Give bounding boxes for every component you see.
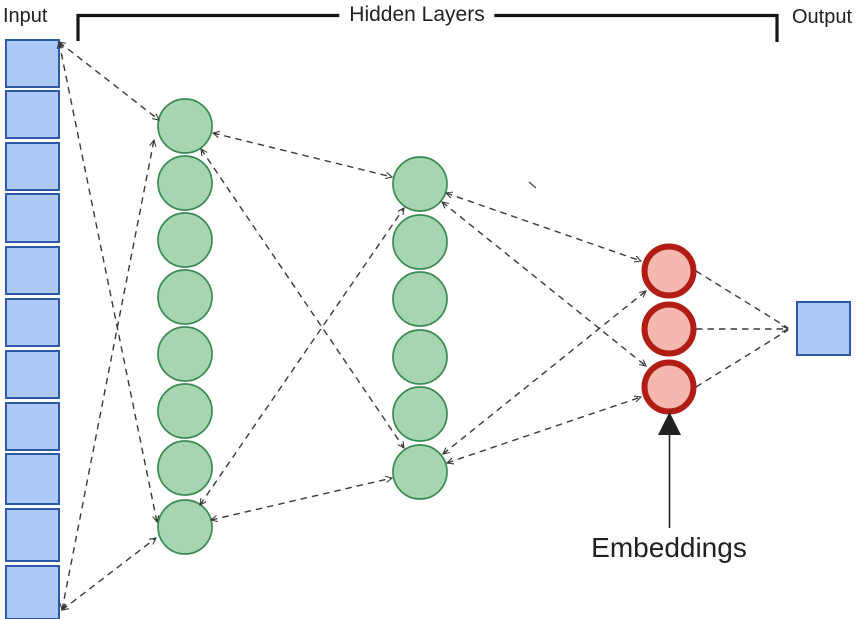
hidden1-node <box>157 499 213 555</box>
network-nodes <box>5 39 851 619</box>
embedding-node <box>641 243 697 299</box>
hidden-layers-label: Hidden Layers <box>339 3 495 27</box>
hidden1-node <box>157 440 213 496</box>
input-node <box>5 90 60 139</box>
input-node <box>5 298 60 347</box>
connection-line <box>445 395 643 465</box>
hidden1-node <box>157 98 213 154</box>
hidden2-node <box>392 156 448 212</box>
hidden1-node <box>157 212 213 268</box>
embeddings-arrow <box>658 412 681 528</box>
output-node <box>796 301 851 356</box>
input-node <box>5 246 60 295</box>
connection-line <box>58 41 160 121</box>
input-node <box>5 350 60 399</box>
connection-line <box>442 290 647 455</box>
hidden1-node <box>157 155 213 211</box>
input-label: Input <box>3 5 48 27</box>
input-node <box>5 402 60 451</box>
hidden2-node <box>392 271 448 327</box>
output-label: Output <box>792 6 853 28</box>
embeddings-label: Embeddings <box>591 532 747 563</box>
connection-line <box>444 191 643 263</box>
connection-line <box>199 207 405 506</box>
hidden1-node <box>157 326 213 382</box>
connection-line <box>695 270 789 329</box>
connection-line <box>441 201 647 367</box>
input-node <box>5 142 60 191</box>
hidden2-node <box>392 329 448 385</box>
hidden1-node <box>157 383 213 439</box>
connection-line <box>59 138 157 612</box>
hidden2-node <box>392 444 448 500</box>
connection-line <box>200 148 405 449</box>
connection-line <box>695 329 789 388</box>
input-node <box>5 193 60 243</box>
input-node <box>5 453 60 505</box>
input-node <box>5 508 60 562</box>
hidden1-node <box>157 269 213 325</box>
connection-line <box>211 130 394 180</box>
embedding-node <box>641 359 697 415</box>
connection-line <box>61 537 157 611</box>
connection-line <box>56 40 160 524</box>
connection-line <box>209 475 394 523</box>
embedding-node <box>641 301 697 357</box>
input-node <box>5 39 60 88</box>
connections <box>56 40 790 612</box>
hidden2-node <box>392 386 448 442</box>
input-node <box>5 565 60 619</box>
stray-mark <box>528 181 537 189</box>
hidden2-node <box>392 214 448 270</box>
